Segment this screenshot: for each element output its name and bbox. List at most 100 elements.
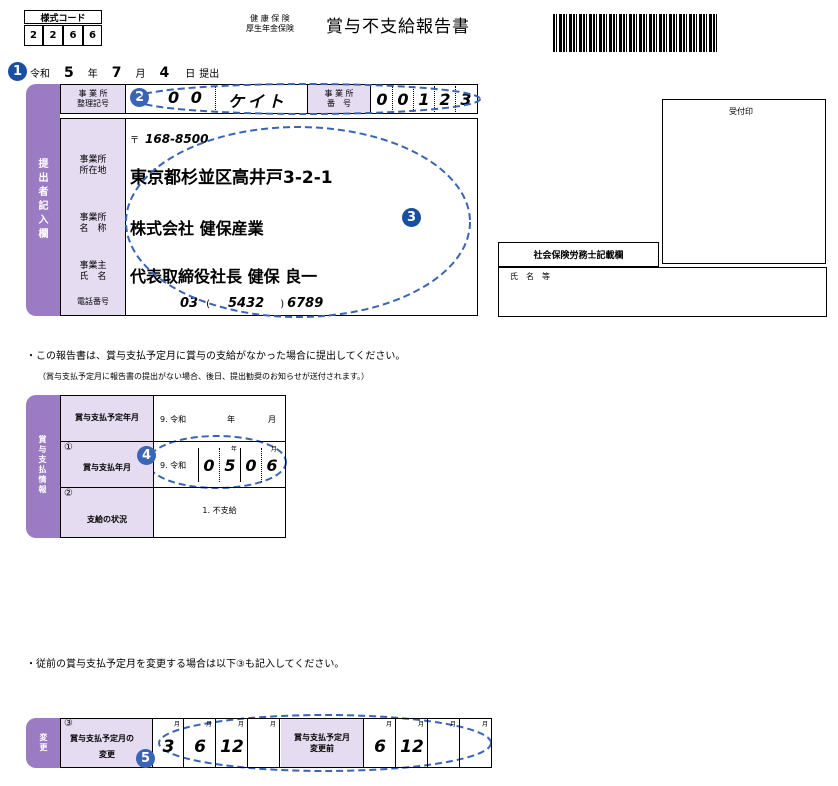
change-before-cell: 月 6 [364,719,396,767]
submit-date: 令和 5 年 7 月 4 日 提出 [30,65,219,81]
office-num-label-1: 事 業 所 [324,89,354,98]
badge-2: 2 [130,88,149,107]
payment-table [60,395,286,538]
change-table [60,718,492,768]
address-label: 事業所 所在地 [61,155,125,177]
paid-digit: 5 [219,448,240,482]
office-ref-value-1: 0 0 [168,88,205,107]
submit-month-unit: 月 [135,69,146,80]
paid-digit: 0 [198,448,219,482]
sharoushi-box [498,267,827,317]
office-num-label-2: 番 号 [327,99,351,108]
row1-num: ① [64,442,73,453]
phone-mid: 5432 [228,296,265,311]
phone-label: 電話番号 [77,297,109,306]
office-num-digit: 1 [414,86,435,112]
badge-1: 1 [8,62,27,81]
note-1: ・この報告書は、賞与支払予定月に賞与の支給がなかった場合に提出してください。 [26,351,406,362]
owner-label: 事業主 氏 名 [61,261,125,283]
change-month-cell: 月 12 [216,719,248,767]
office-ref-divider [215,86,217,112]
paid-era: 9. 令和 [160,461,187,470]
paid-label: 賞与支払年月 [83,463,131,472]
office-ref-label: 事 業 所 整理記号 [61,85,126,113]
change-month-cell: 月 6 [184,719,216,767]
form-code-box: 様式コード 2 2 6 6 [24,10,102,48]
change-before-value [428,729,460,765]
planned-year-unit: 年 [227,415,235,424]
address-value: 東京都杉並区高井戸3-2-1 [130,168,333,188]
company-name-label-2: 名 称 [79,224,107,234]
form-code-digit: 2 [43,25,63,46]
owner-value: 代表取締役社長 健保 良一 [130,267,318,286]
paid-year-unit: 年 [231,446,238,453]
form-code-digit: 6 [63,25,83,46]
postal-code: 〒 168-8500 [130,132,208,146]
office-ref-label-2: 整理記号 [77,99,109,108]
phone-value: 03 ( 5432 ) 6789 [180,296,323,311]
change-row-num: ③ [64,718,73,729]
paid-month-unit: 月 [271,446,278,453]
payment-side-label: 賞与支払情報 [38,435,47,495]
submit-era: 令和 [30,69,50,80]
office-num-digit: 0 [393,86,414,112]
change-before-unit: 月 [449,721,456,728]
office-num-digit: 2 [435,86,456,112]
payment-label-column [61,396,154,537]
note-3: ・従前の賞与支払予定月を変更する場合は以下③も記入してください。 [26,659,345,670]
change-side-tab [26,718,60,768]
office-num-digits: 0 0 1 2 3 [372,86,476,112]
phone-area: 03 [180,296,199,311]
owner-label-2: 氏 名 [79,272,107,282]
row2-num: ② [64,488,73,499]
postal-mark: 〒 [130,136,140,146]
paid-digit: 6 [261,448,282,482]
sharoushi-name-label: 氏 名 等 [510,272,550,281]
change-before-value: 6 [374,737,386,757]
paid-digits: 0 5 0 6 [198,448,282,482]
address-label-1: 事業所 [79,155,107,165]
submit-day-unit: 日 [185,69,196,80]
status-value: 1. 不支給 [202,506,237,515]
submitter-label-column [61,119,126,315]
badge-5: 5 [136,749,155,768]
change-before-label: 賞与支払予定月 変更前 [281,719,364,767]
company-name-label-1: 事業所 [79,213,107,223]
postal-code-value: 168-8500 [145,132,209,146]
change-month-value [248,729,280,765]
change-month-cell: 月 [248,719,280,767]
submitter-side-tab [26,84,60,316]
page-title: 賞与不支給報告書 [326,17,470,37]
change-before-label-1: 賞与支払予定月 [294,733,350,742]
sharoushi-header: 社会保険労務士記載欄 [498,242,659,267]
change-before-unit: 月 [481,721,488,728]
change-before-cell: 月 [460,719,491,767]
change-before-months: 月 6 月 12 月 月 [364,719,491,767]
phone-end: 6789 [287,296,324,311]
submit-month: 7 [111,65,122,81]
payment-side-tab [26,395,60,538]
barcode [553,14,718,52]
payment-row-divider-1 [61,441,285,442]
change-before-value: 12 [400,737,424,757]
change-before-unit: 月 [417,721,424,728]
office-ref-label-1: 事 業 所 [78,89,108,98]
change-month-value: 3 [162,737,175,757]
form-code-digit: 2 [24,25,43,46]
planned-month-unit: 月 [268,415,276,424]
badge-4: 4 [137,446,156,465]
payment-row-divider-2 [61,487,285,488]
submit-year-unit: 年 [87,69,98,80]
office-ref-value-2: ケイト [228,92,288,111]
badge-3: 3 [402,208,421,227]
change-month-value: 6 [194,737,206,757]
change-side-label: 変更 [39,733,48,753]
reception-box [662,99,826,264]
planned-label: 賞与支払予定年月 [75,413,139,422]
change-before-unit: 月 [385,721,392,728]
reception-label: 受付印 [729,107,753,116]
status-label: 支給の状況 [87,515,127,524]
office-num-label: 事 業 所 番 号 [307,85,371,113]
planned-era: 9. 令和 [160,415,187,424]
change-months: 月 3 月 6 月 12 月 [153,719,280,767]
